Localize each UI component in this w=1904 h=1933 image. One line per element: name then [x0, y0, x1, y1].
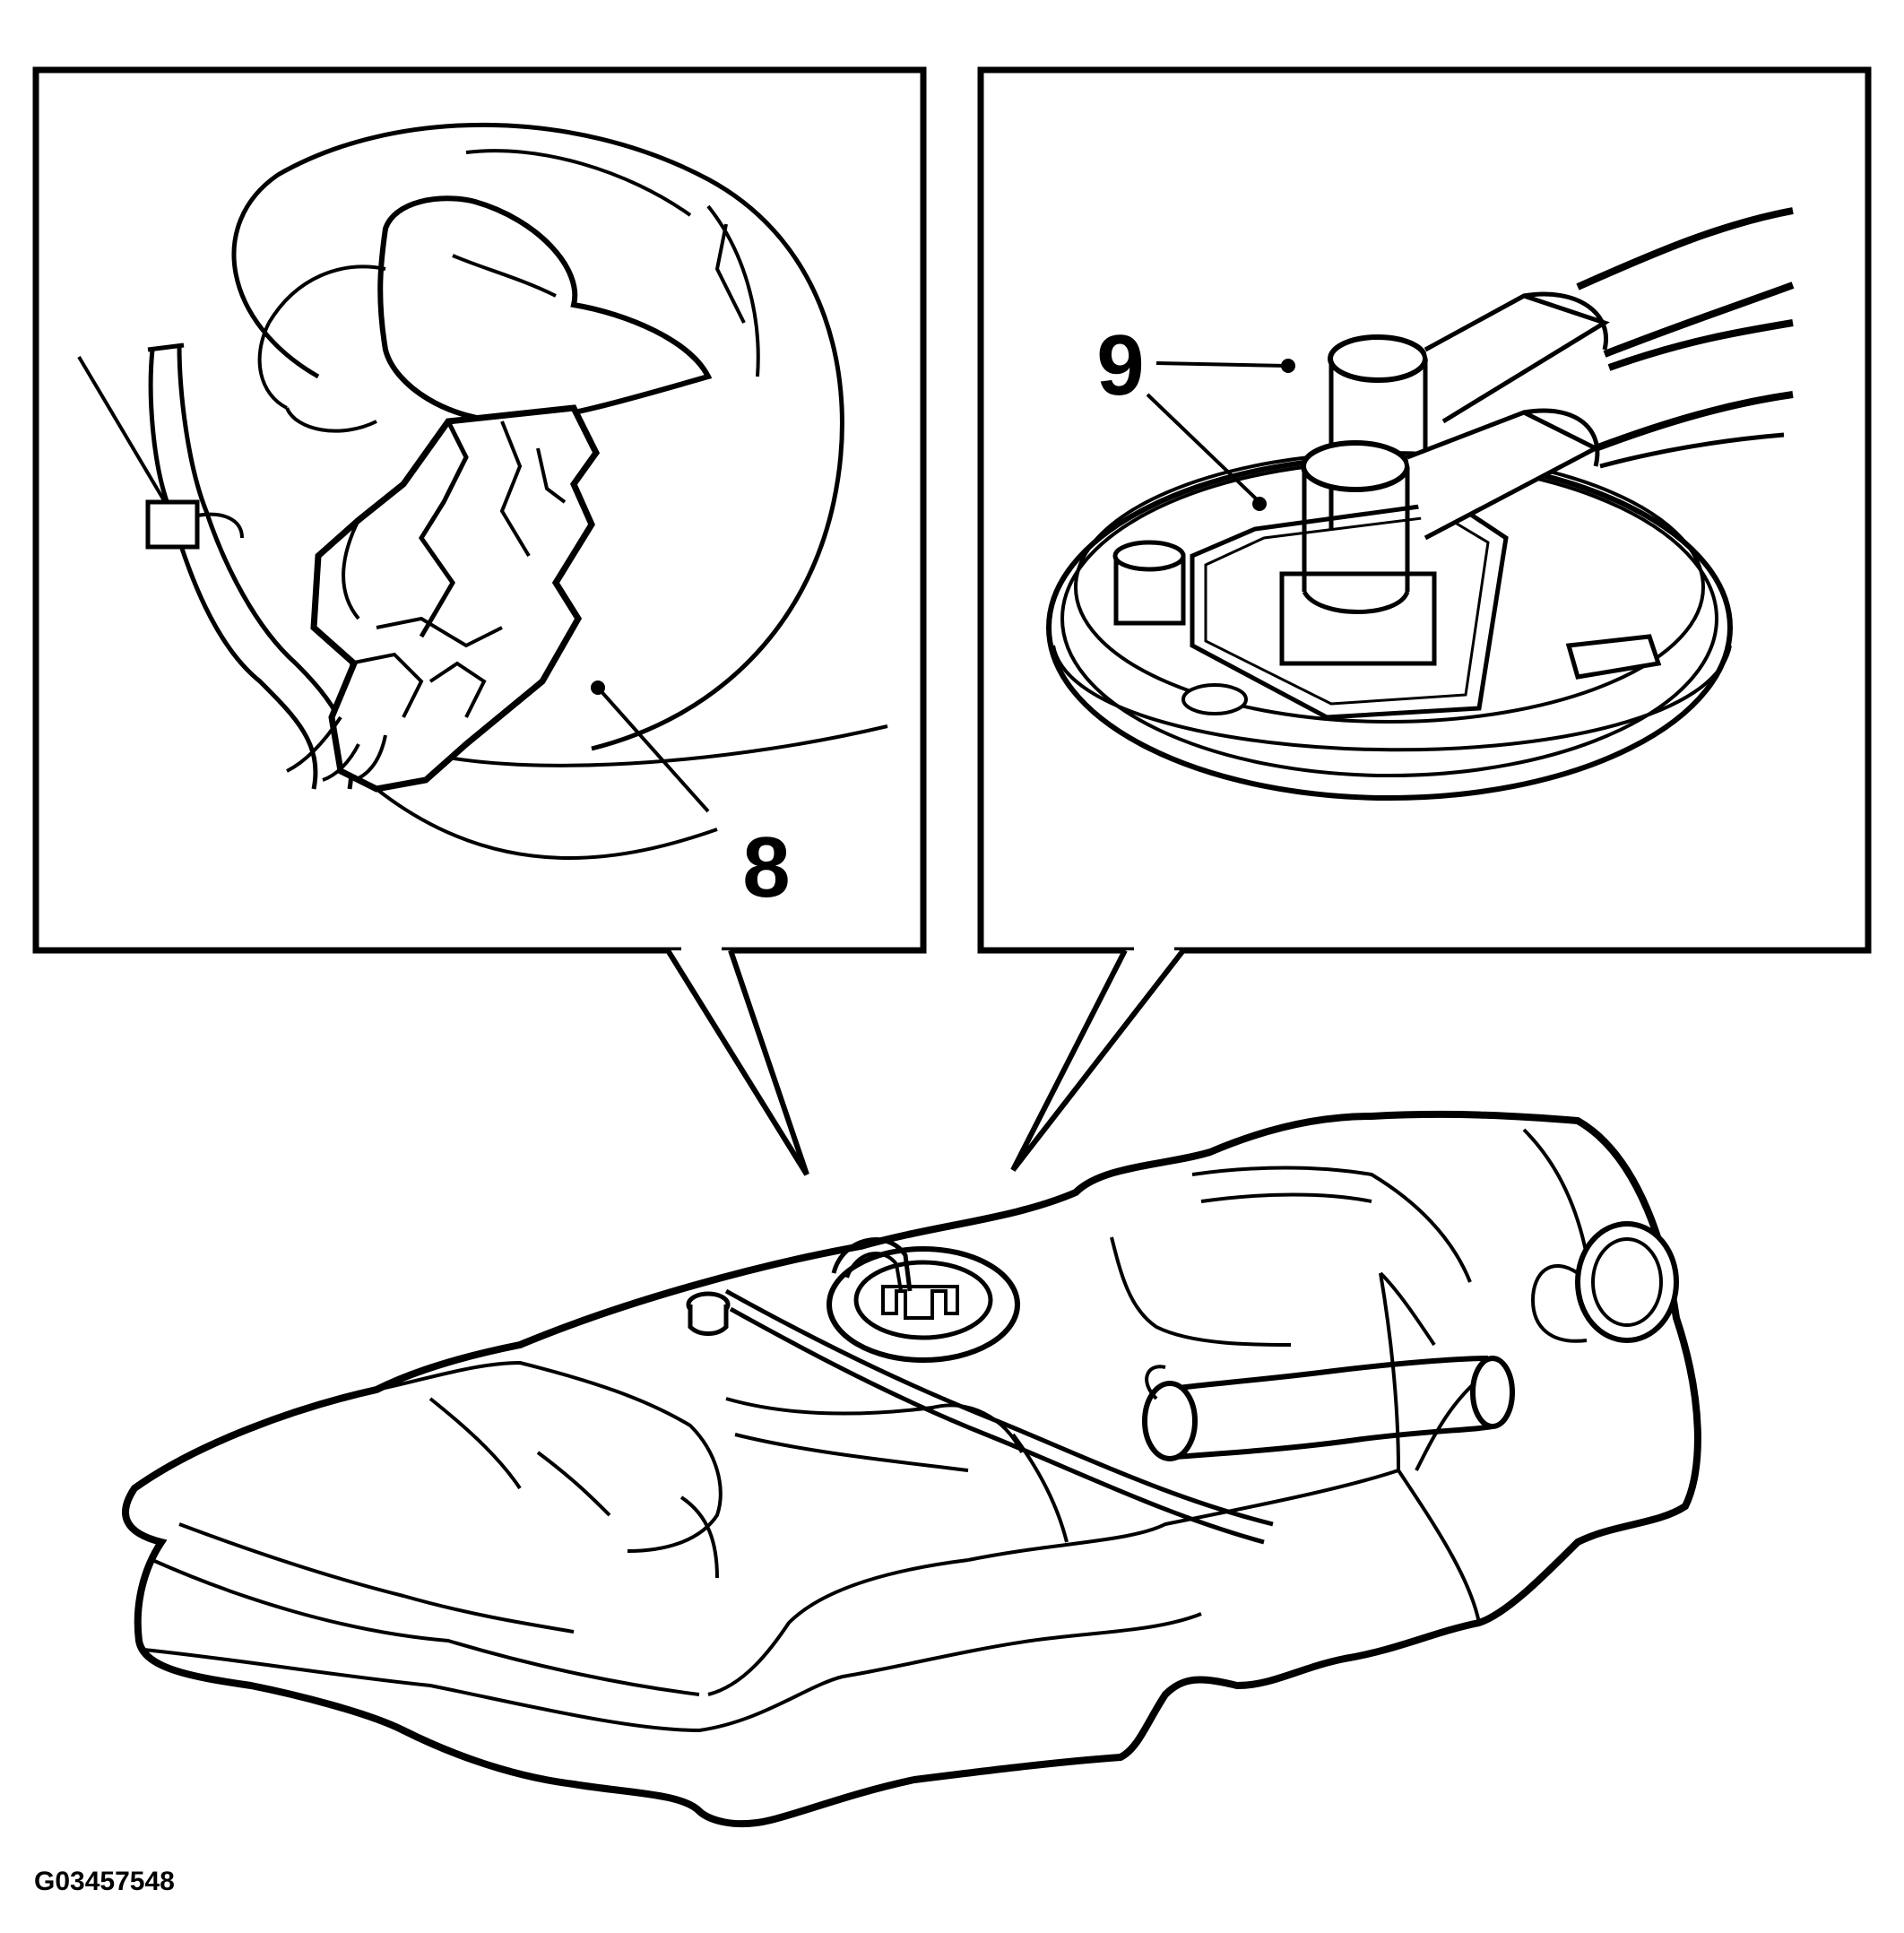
connector-body [310, 404, 601, 793]
left-inset-pointer [665, 949, 809, 1176]
fuel-tank [122, 1110, 1701, 1828]
callout-9-label: 9 [1096, 317, 1144, 413]
figure-id: G03457548 [34, 1867, 175, 1896]
right-inset-pointer [1010, 949, 1186, 1172]
callout-8-label: 8 [742, 819, 790, 915]
right-inset-pump-detail: 9 [977, 66, 1872, 1172]
left-inset-connector-detail: 8 [32, 66, 927, 1176]
